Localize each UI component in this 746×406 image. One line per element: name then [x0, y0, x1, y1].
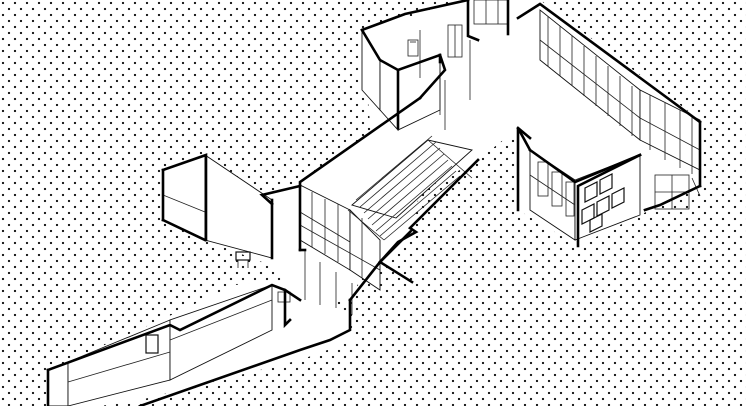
- detail-lines: [67, 0, 701, 383]
- staircase: [347, 135, 473, 241]
- wall-faces: [47, 9, 701, 406]
- glass-screen-grid: [299, 192, 381, 278]
- inner-room-windows: [529, 161, 576, 217]
- display-cases: [581, 173, 625, 233]
- hall-window-mullions: [539, 16, 701, 174]
- left-room-furniture: [162, 194, 251, 268]
- lower-corridor-details: [67, 250, 353, 383]
- cut-outline: [46, 0, 702, 406]
